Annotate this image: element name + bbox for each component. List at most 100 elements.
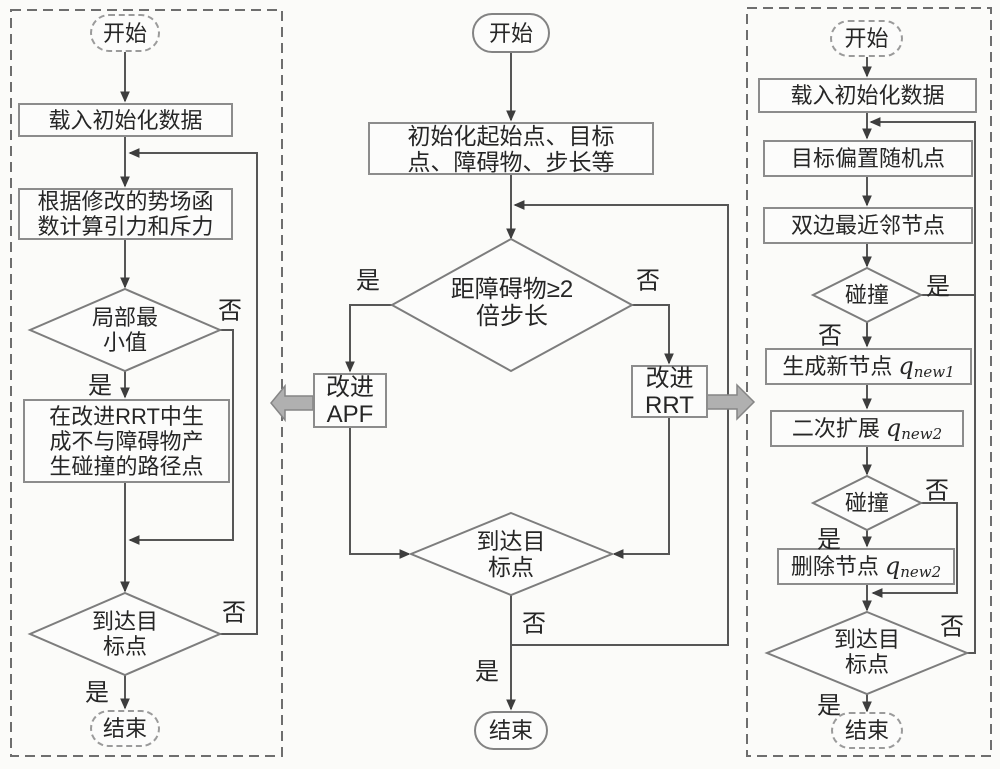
left-reach-goal-text: 到达目 标点 <box>92 609 158 659</box>
left-end-terminal: 结束 <box>90 710 160 747</box>
left-localmin-yes-label: 是 <box>88 372 112 400</box>
middle-reachgoal-no-loop <box>511 200 729 646</box>
middle-distance-no-connector <box>632 304 674 365</box>
middle-rrt-line1: 改进 <box>645 364 694 392</box>
middle-improved-rrt-process: 改进 RRT <box>631 364 708 419</box>
middle-reachgoal-yes-label: 是 <box>475 658 499 686</box>
right-load-data-process: 载入初始化数据 <box>758 78 977 113</box>
left-reachgoal-yes-label: 是 <box>85 679 109 707</box>
right-reachgoal-line1: 到达目 <box>833 627 901 652</box>
middle-reachgoal-no-label: 否 <box>522 610 546 638</box>
left-load-data-label: 载入初始化数据 <box>48 107 203 133</box>
left-reachgoal-no-label: 否 <box>222 599 246 627</box>
right-dashed-container <box>746 7 992 757</box>
right-delete-subscript: new2 <box>900 563 942 581</box>
middle-distance-yes-label: 是 <box>356 267 380 295</box>
left-reach-goal-decision <box>27 591 223 677</box>
middle-init-line2: 点、障碍物、步长等 <box>407 148 615 175</box>
left-potential-line1: 根据修改的势场函 <box>37 189 214 214</box>
right-gennode-subscript: new1 <box>913 363 955 381</box>
right-collision2-no-bypass <box>871 502 958 598</box>
right-load-data-label: 载入初始化数据 <box>790 83 945 108</box>
left-reachgoal-line1: 到达目 <box>91 609 159 634</box>
middle-reach-goal-text: 到达目 标点 <box>477 528 546 580</box>
middle-end-terminal: 结束 <box>474 711 548 750</box>
left-local-minimum-text: 局部最 小值 <box>92 305 158 355</box>
middle-reachgoal-line1: 到达目 <box>476 528 546 554</box>
left-genpath-line2: 成不与障碍物产 <box>49 428 204 454</box>
middle-distance-no-label: 否 <box>636 267 660 295</box>
left-start-label: 开始 <box>102 20 147 46</box>
middle-improved-apf-process: 改进 APF <box>313 373 387 428</box>
middle-apf-line2: APF <box>326 400 374 428</box>
right-gennode-label: 生成新节点 <box>782 354 893 379</box>
right-end-terminal: 结束 <box>831 712 903 749</box>
right-collision1-yes-label: 是 <box>926 273 950 301</box>
left-localmin-line1: 局部最 <box>91 305 159 330</box>
right-end-label: 结束 <box>844 718 889 743</box>
right-collision2-decision <box>810 474 924 532</box>
right-second-expand-process: 二次扩展 q new2 <box>770 410 964 447</box>
right-reachgoal-yes-label: 是 <box>817 692 841 720</box>
middle-rrt-line2: RRT <box>645 391 694 419</box>
middle-end-label: 结束 <box>488 718 533 743</box>
middle-reach-goal-decision <box>408 511 615 597</box>
left-dashed-container <box>10 9 283 757</box>
left-localmin-line2: 小值 <box>102 330 148 355</box>
right-nearest-node-process: 双边最近邻节点 <box>763 207 973 244</box>
right-expand-q-symbol: q <box>885 414 902 442</box>
middle-start-label: 开始 <box>488 20 533 46</box>
left-start-terminal: 开始 <box>90 14 160 52</box>
left-localmin-no-loop <box>128 329 234 545</box>
middle-reachgoal-line2: 标点 <box>488 554 534 580</box>
right-start-terminal: 开始 <box>830 20 903 57</box>
middle-init-process: 初始化起始点、目标 点、障碍物、步长等 <box>368 122 654 175</box>
right-collision1-no-label: 否 <box>818 322 842 350</box>
right-collision1-label: 碰撞 <box>844 282 890 308</box>
right-collision2-no-label: 否 <box>925 477 949 505</box>
right-collision2-yes-label: 是 <box>817 526 841 554</box>
middle-distance-line1: 距障碍物≥2 <box>450 276 574 303</box>
right-collision2-text: 碰撞 <box>845 491 889 516</box>
right-reachgoal-line2: 标点 <box>844 652 890 677</box>
middle-apf-line1: 改进 <box>326 373 374 401</box>
left-genpath-line1: 在改进RRT中生 <box>49 403 204 429</box>
right-delete-node-process: 删除节点 q new2 <box>777 548 955 585</box>
left-generate-path-process: 在改进RRT中生 成不与障碍物产 生碰撞的路径点 <box>23 399 230 483</box>
left-local-minimum-decision <box>27 287 223 373</box>
right-gennode-q-symbol: q <box>898 352 914 380</box>
middle-init-line1: 初始化起始点、目标 <box>407 122 615 149</box>
middle-distance-line2: 倍步长 <box>476 303 548 330</box>
right-generate-node-process: 生成新节点 q new1 <box>765 348 972 385</box>
right-start-label: 开始 <box>844 26 889 51</box>
right-reachgoal-no-label: 否 <box>940 613 964 641</box>
left-potential-line2: 数计算引力和斥力 <box>37 214 214 239</box>
middle-obstacle-distance-decision <box>389 237 635 373</box>
left-genpath-line3: 生碰撞的路径点 <box>49 453 204 479</box>
left-reachgoal-no-loop <box>128 148 258 635</box>
right-expand-label: 二次扩展 <box>791 416 880 441</box>
apf-branch-fat-arrow-icon <box>270 383 314 423</box>
right-reach-goal-text: 到达目 标点 <box>834 627 900 677</box>
middle-obstacle-distance-text: 距障碍物≥2 倍步长 <box>451 276 574 330</box>
right-collision2-label: 碰撞 <box>844 490 890 516</box>
right-nearest-node-label: 双边最近邻节点 <box>790 213 945 238</box>
left-potential-force-process: 根据修改的势场函 数计算引力和斥力 <box>18 188 233 240</box>
right-delete-label: 删除节点 <box>790 554 879 579</box>
right-expand-subscript: new2 <box>901 425 943 443</box>
right-delete-q-symbol: q <box>884 552 901 580</box>
left-reachgoal-line2: 标点 <box>102 634 148 659</box>
left-load-data-process: 载入初始化数据 <box>18 103 233 137</box>
middle-distance-yes-connector <box>345 304 393 373</box>
right-random-point-process: 目标偏置随机点 <box>763 140 973 177</box>
middle-start-terminal: 开始 <box>472 13 550 53</box>
right-reachgoal-no-loop <box>869 117 976 654</box>
middle-rrt-to-reachgoal-connector <box>612 417 670 559</box>
left-end-label: 结束 <box>102 716 147 741</box>
right-random-point-label: 目标偏置随机点 <box>790 146 945 171</box>
rrt-branch-fat-arrow-icon <box>706 383 756 421</box>
middle-apf-to-reachgoal-connector <box>349 428 411 559</box>
left-localmin-no-label: 否 <box>218 297 242 325</box>
